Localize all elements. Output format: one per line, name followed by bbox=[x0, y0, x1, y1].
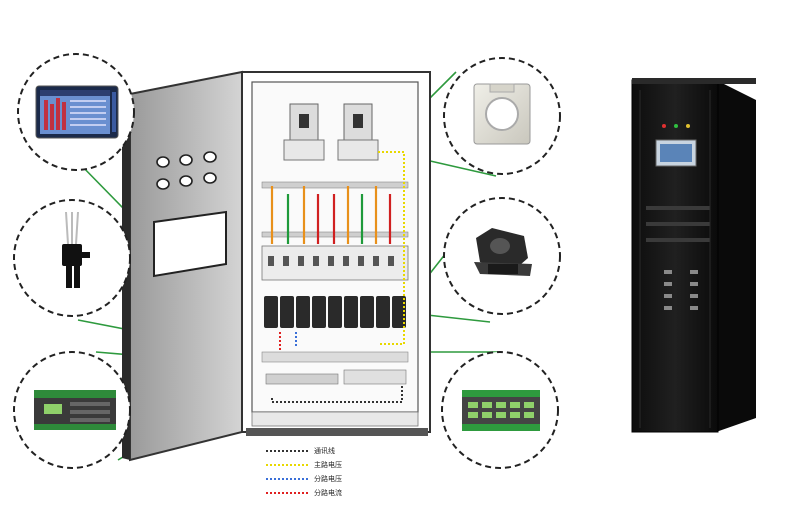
legend-label: 分路电流 bbox=[314, 489, 342, 497]
callout-din-module bbox=[13, 351, 131, 469]
ppd-switch-columns bbox=[664, 270, 698, 310]
branch-breaker-handles bbox=[268, 256, 394, 266]
ppd-front bbox=[631, 79, 719, 433]
sensor-row bbox=[264, 296, 406, 328]
bottom-module bbox=[265, 373, 339, 385]
din-module-icon bbox=[34, 390, 116, 430]
current-transformer-icon bbox=[473, 83, 531, 145]
legend: 通讯线主路电压分路电压分路电流 bbox=[266, 444, 386, 500]
ppd-indicators bbox=[662, 124, 690, 128]
door-buttons bbox=[156, 151, 217, 190]
callout-touch-screen bbox=[17, 53, 135, 171]
door-window bbox=[153, 210, 227, 278]
signal-lines bbox=[271, 151, 405, 403]
legend-item: 主路电压 bbox=[266, 458, 386, 472]
legend-swatch bbox=[266, 478, 308, 480]
voltage-cable-icon bbox=[62, 211, 90, 288]
cabinet-plinth bbox=[251, 411, 419, 427]
main-breakers bbox=[283, 103, 379, 161]
io-module-icon bbox=[462, 390, 540, 431]
bottom-din-rail bbox=[261, 351, 409, 363]
branch-wires bbox=[270, 186, 392, 244]
ppd-breaker-rows bbox=[646, 206, 710, 242]
legend-label: 通讯线 bbox=[314, 447, 335, 455]
main-voltage-line bbox=[378, 151, 405, 345]
legend-swatch bbox=[266, 464, 308, 466]
main-breaker-2-handle bbox=[353, 114, 363, 128]
split-core-sensor-icon bbox=[474, 228, 532, 276]
cabinet-base bbox=[246, 428, 428, 436]
cabinet-door bbox=[122, 70, 243, 462]
busbar-top bbox=[261, 181, 409, 189]
bottom-module-right bbox=[343, 369, 407, 385]
callout-main-ct bbox=[443, 57, 561, 175]
ppd-top bbox=[632, 78, 756, 84]
legend-item: 通讯线 bbox=[266, 444, 386, 458]
touch-screen-icon bbox=[35, 85, 119, 139]
cabinet bbox=[241, 71, 431, 436]
ppd-vent-lines bbox=[639, 90, 711, 428]
legend-swatch bbox=[266, 450, 308, 452]
legend-item: 分路电压 bbox=[266, 472, 386, 486]
comm-line bbox=[271, 380, 403, 403]
main-breaker-2-terminals bbox=[337, 139, 379, 161]
main-breaker-1-handle bbox=[299, 114, 309, 128]
callout-io-module bbox=[441, 351, 559, 469]
callout-voltage-cable bbox=[13, 199, 131, 317]
main-breaker-1-terminals bbox=[283, 139, 325, 161]
legend-item: 分路电流 bbox=[266, 486, 386, 500]
ppd-cabinet bbox=[631, 78, 756, 433]
ppd-lcd-inner bbox=[660, 144, 692, 162]
legend-label: 主路电压 bbox=[314, 461, 342, 469]
ppd-side bbox=[716, 80, 756, 432]
legend-swatch bbox=[266, 492, 308, 494]
callout-split-sensor bbox=[443, 197, 561, 315]
legend-label: 分路电压 bbox=[314, 475, 342, 483]
